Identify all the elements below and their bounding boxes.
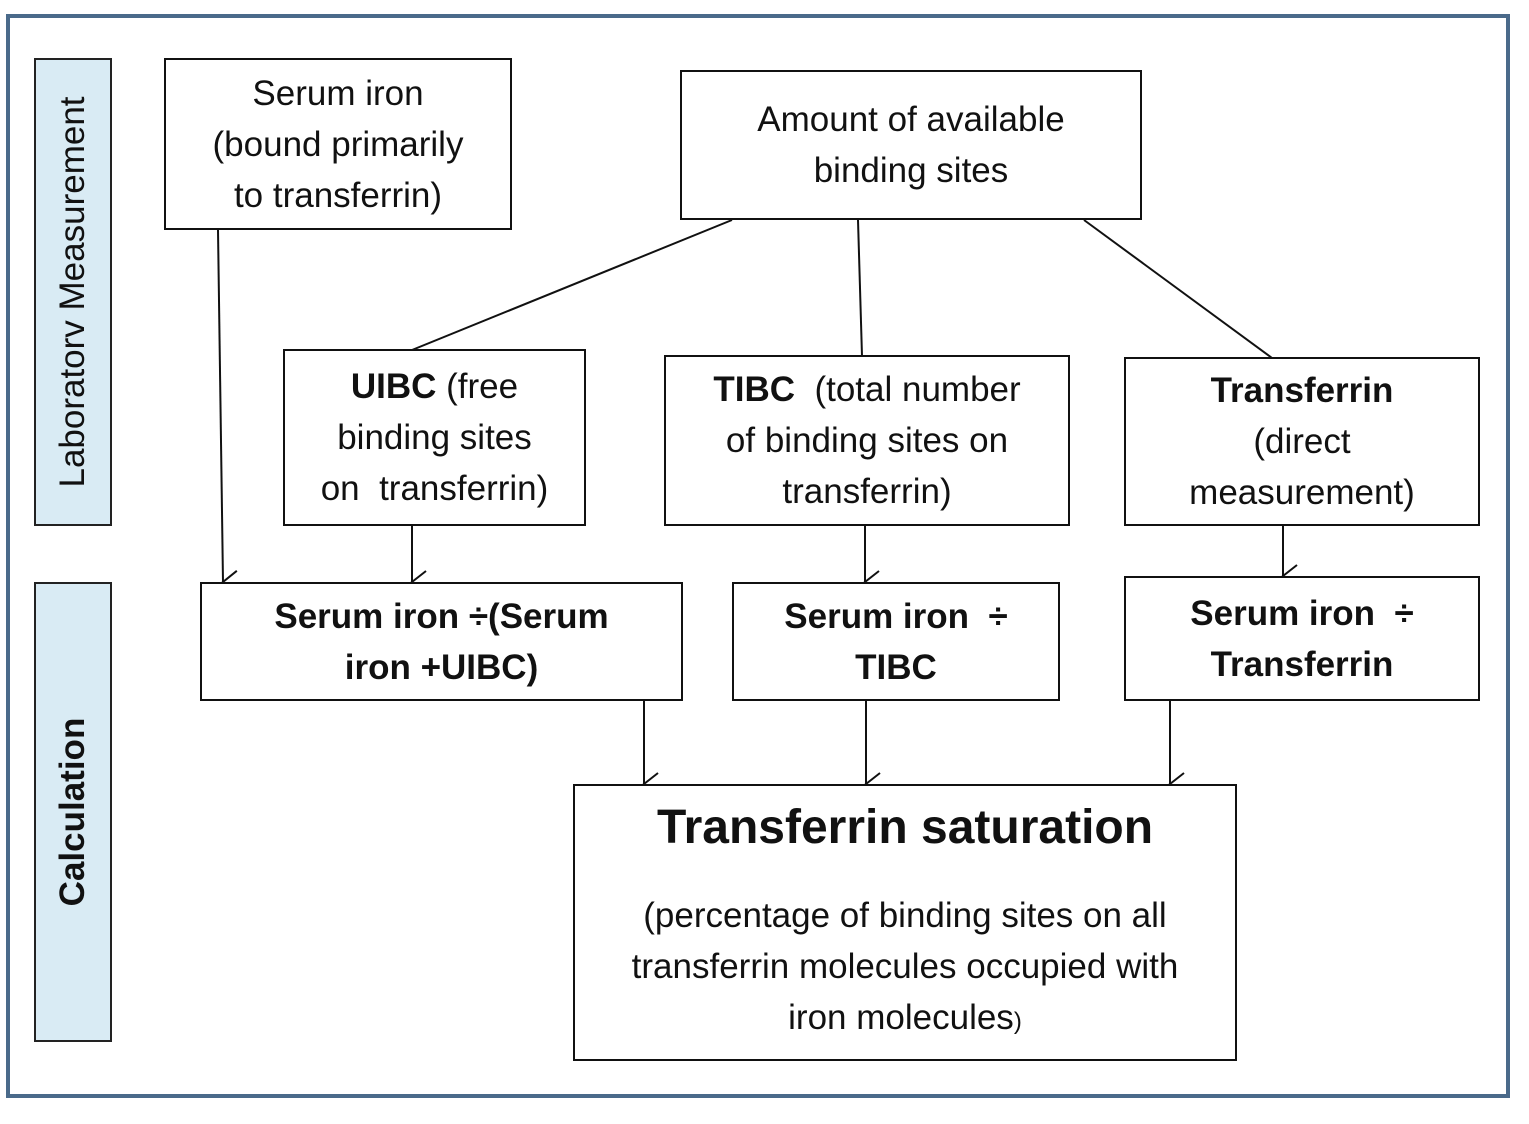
- uibc-line-2: binding sites: [337, 418, 532, 457]
- saturation-line-3: iron molecules): [632, 992, 1179, 1047]
- calc-uibc-box: Serum iron ÷(Serum iron +UIBC): [200, 582, 683, 701]
- calc-transferrin-line-1: Serum iron ÷: [1190, 593, 1414, 633]
- calc-tibc-line-1: Serum iron ÷: [784, 596, 1008, 636]
- saturation-line-3-tail: ): [1013, 1008, 1022, 1035]
- transferrin-line-3: measurement): [1189, 473, 1415, 512]
- uibc-line-1: UIBC (free: [321, 361, 549, 412]
- transferrin-term: Transferrin: [1210, 371, 1394, 410]
- binding-sites-box: Amount of available binding sites: [680, 70, 1142, 220]
- lab-measurement-band: Laboratorv Measurement: [34, 58, 112, 526]
- line-binding-to-tibc: [857, 219, 863, 357]
- line-binding-to-uibc: [411, 219, 733, 351]
- transferrin-line-2: (direct: [1253, 422, 1351, 461]
- uibc-line-1-rest: (free: [436, 367, 519, 406]
- saturation-description: (percentage of binding sites on all tran…: [632, 890, 1179, 1047]
- binding-sites-line-2: binding sites: [813, 151, 1009, 190]
- saturation-line-3-text: iron molecules: [788, 998, 1014, 1037]
- arrow-serum-to-calc: [217, 229, 238, 594]
- serum-iron-line-3: to transferrin): [233, 175, 443, 215]
- tibc-line-3: transferrin): [782, 472, 952, 511]
- saturation-line-1: (percentage of binding sites on all: [643, 896, 1167, 935]
- calc-uibc-line-1: Serum iron ÷(Serum: [274, 596, 609, 636]
- transferrin-saturation-box: Transferrin saturation (percentage of bi…: [573, 784, 1237, 1061]
- line-binding-to-transferrin: [1083, 219, 1273, 359]
- saturation-title: Transferrin saturation: [656, 801, 1154, 854]
- serum-iron-box: Serum iron (bound primarily to transferr…: [164, 58, 512, 230]
- tibc-line-1-rest: (total number: [795, 370, 1021, 409]
- uibc-box: UIBC (free binding sites on transferrin): [283, 349, 586, 526]
- calc-tibc-box: Serum iron ÷ TIBC: [732, 582, 1060, 701]
- tibc-line-1: TIBC (total number: [713, 364, 1020, 415]
- transferrin-line-1: Transferrin: [1189, 365, 1415, 416]
- diagram-frame: [6, 14, 1510, 1098]
- transferrin-box: Transferrin (direct measurement): [1124, 357, 1480, 526]
- tibc-term: TIBC: [713, 370, 795, 409]
- saturation-line-2: transferrin molecules occupied with: [631, 947, 1179, 986]
- calc-transferrin-box: Serum iron ÷ Transferrin: [1124, 576, 1480, 701]
- calc-tibc-line-2: TIBC: [855, 647, 937, 687]
- serum-iron-line-1: Serum iron: [252, 73, 424, 113]
- calc-transferrin-line-2: Transferrin: [1210, 644, 1394, 684]
- serum-iron-line-2: (bound primarily: [212, 124, 464, 164]
- uibc-line-3: on transferrin): [320, 469, 549, 508]
- uibc-term: UIBC: [350, 367, 437, 406]
- tibc-line-2: of binding sites on: [725, 421, 1009, 460]
- binding-sites-line-1: Amount of available: [757, 100, 1065, 139]
- tibc-box: TIBC (total number of binding sites on t…: [664, 355, 1070, 526]
- calculation-band: Calculation: [34, 582, 112, 1042]
- calc-uibc-line-2: iron +UIBC): [344, 647, 539, 687]
